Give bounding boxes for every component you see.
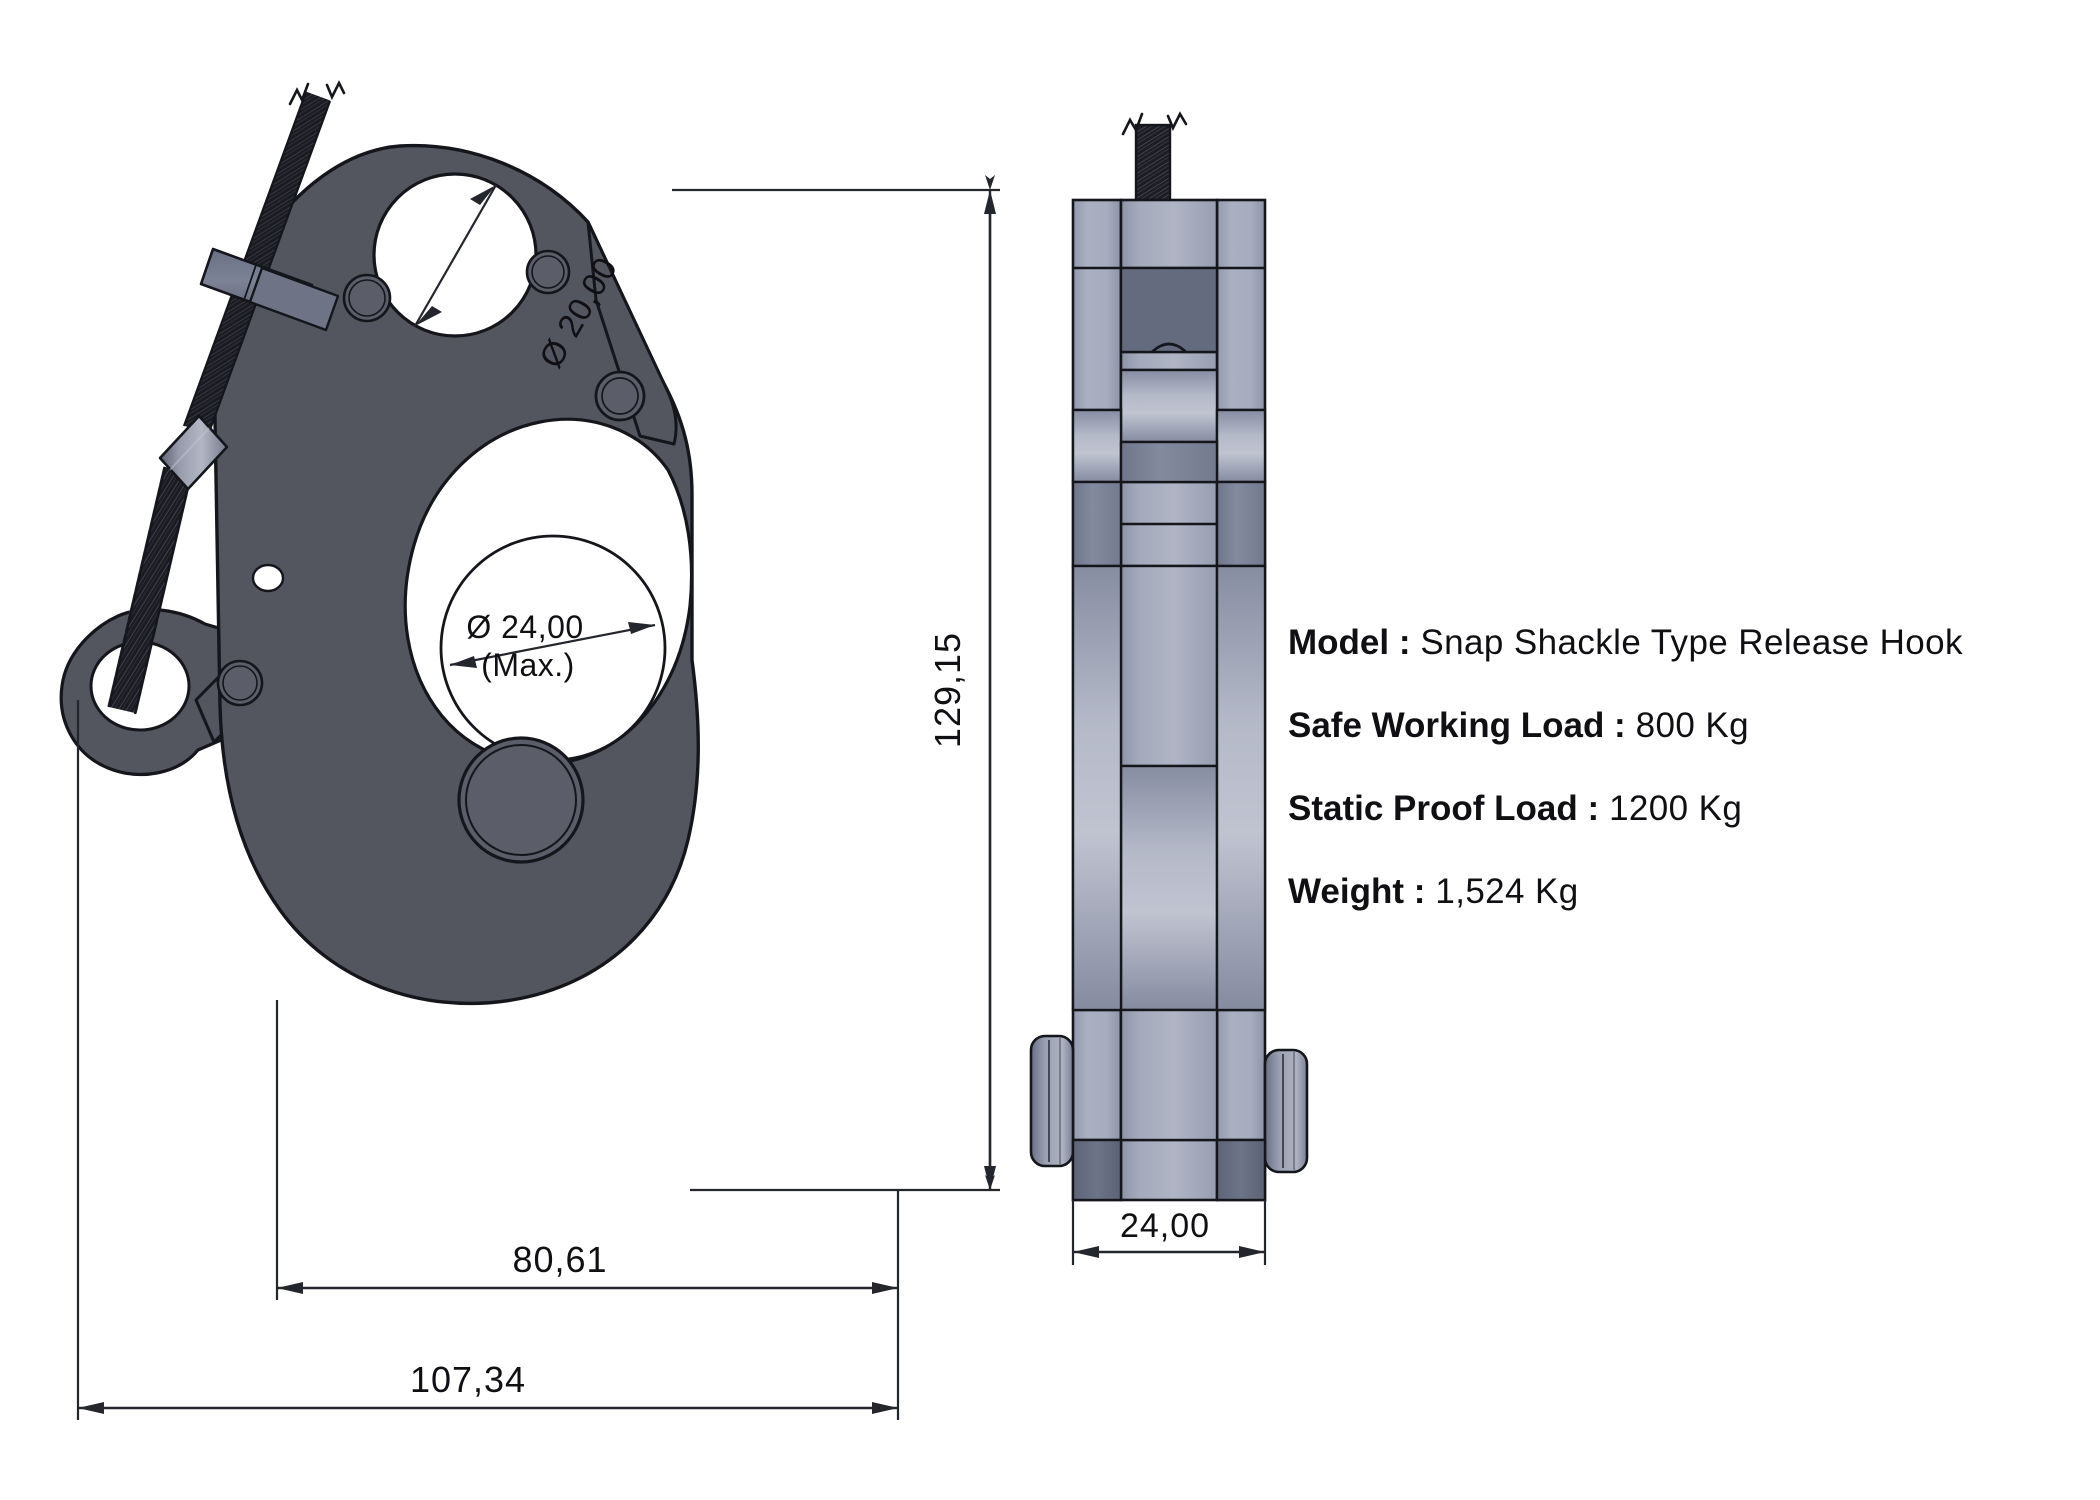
pivot-boss-lower-left bbox=[216, 659, 264, 707]
side-bottom-leg-right bbox=[1215, 1138, 1267, 1202]
bottom-pivot-boss bbox=[457, 736, 585, 864]
side-arc-detail bbox=[1151, 342, 1187, 353]
dimension-thickness: 24,00 bbox=[1071, 1200, 1267, 1265]
side-recess-cavity bbox=[1119, 266, 1219, 354]
dimension-overall-width-label: 107,34 bbox=[410, 1359, 526, 1400]
side-lower-right bbox=[1215, 564, 1267, 1012]
spec-label-weight: Weight : bbox=[1288, 872, 1426, 911]
dimension-overall-height: 129,15 bbox=[672, 175, 1000, 1192]
spec-value-weight: 1,524 Kg bbox=[1435, 872, 1579, 911]
side-mid-right bbox=[1215, 480, 1267, 568]
side-rope-stub bbox=[1121, 111, 1188, 202]
rope-ferrule bbox=[158, 414, 229, 491]
spec-row-model: Model : Snap Shackle Type Release Hook bbox=[1288, 625, 2048, 660]
dimension-throat: Ø 24,00 (Max.) bbox=[449, 609, 656, 683]
pivot-boss-shoulder bbox=[594, 370, 646, 422]
side-bottom-center bbox=[1119, 1008, 1219, 1142]
pivot-boss-upper-right bbox=[525, 249, 571, 295]
side-pin-cap-left bbox=[1029, 1034, 1075, 1168]
side-roller-right bbox=[1215, 408, 1267, 484]
dimension-throat-note: (Max.) bbox=[481, 647, 575, 683]
dimension-thickness-label: 24,00 bbox=[1120, 1207, 1210, 1245]
spec-value-model: Snap Shackle Type Release Hook bbox=[1420, 623, 1963, 662]
spec-label-model: Model : bbox=[1288, 623, 1411, 662]
rope-break-symbol bbox=[288, 80, 346, 106]
spec-row-weight: Weight : 1,524 Kg bbox=[1288, 874, 2048, 909]
side-mid-band bbox=[1119, 440, 1219, 484]
wire-rope-lanyard bbox=[107, 80, 346, 715]
side-view-group bbox=[1029, 111, 1309, 1202]
spec-value-proof-load: 1200 Kg bbox=[1609, 789, 1743, 828]
dimension-throat-label: Ø 24,00 bbox=[466, 609, 583, 645]
pivot-boss-upper-left bbox=[342, 273, 392, 323]
side-pin-cap-right bbox=[1263, 1048, 1309, 1174]
small-through-hole bbox=[251, 563, 285, 593]
side-roller-band bbox=[1119, 368, 1219, 444]
spec-row-swl: Safe Working Load : 800 Kg bbox=[1288, 708, 2048, 743]
side-roller-left bbox=[1071, 408, 1123, 484]
side-lower-center-a bbox=[1119, 564, 1219, 768]
spec-label-swl: Safe Working Load : bbox=[1288, 706, 1626, 745]
spec-label-proof-load: Static Proof Load : bbox=[1288, 789, 1600, 828]
body-shoulder bbox=[586, 220, 678, 446]
side-mid-left bbox=[1071, 480, 1123, 568]
dimension-height-label: 129,15 bbox=[927, 632, 968, 748]
side-lower-left bbox=[1071, 564, 1123, 1012]
dimension-body-width-label: 80,61 bbox=[512, 1239, 607, 1280]
side-lower-center-b bbox=[1119, 764, 1219, 1012]
side-bottom-leg-left bbox=[1071, 1138, 1123, 1202]
spec-value-swl: 800 Kg bbox=[1635, 706, 1749, 745]
crossbar-pin-right bbox=[248, 266, 340, 332]
specification-block: Model : Snap Shackle Type Release Hook S… bbox=[1288, 625, 2048, 957]
spec-row-proof-load: Static Proof Load : 1200 Kg bbox=[1288, 791, 2048, 826]
dimension-body-width: 80,61 bbox=[275, 1000, 900, 1300]
front-view-group bbox=[59, 80, 700, 1006]
dimension-overall-width: 107,34 bbox=[76, 700, 900, 1420]
